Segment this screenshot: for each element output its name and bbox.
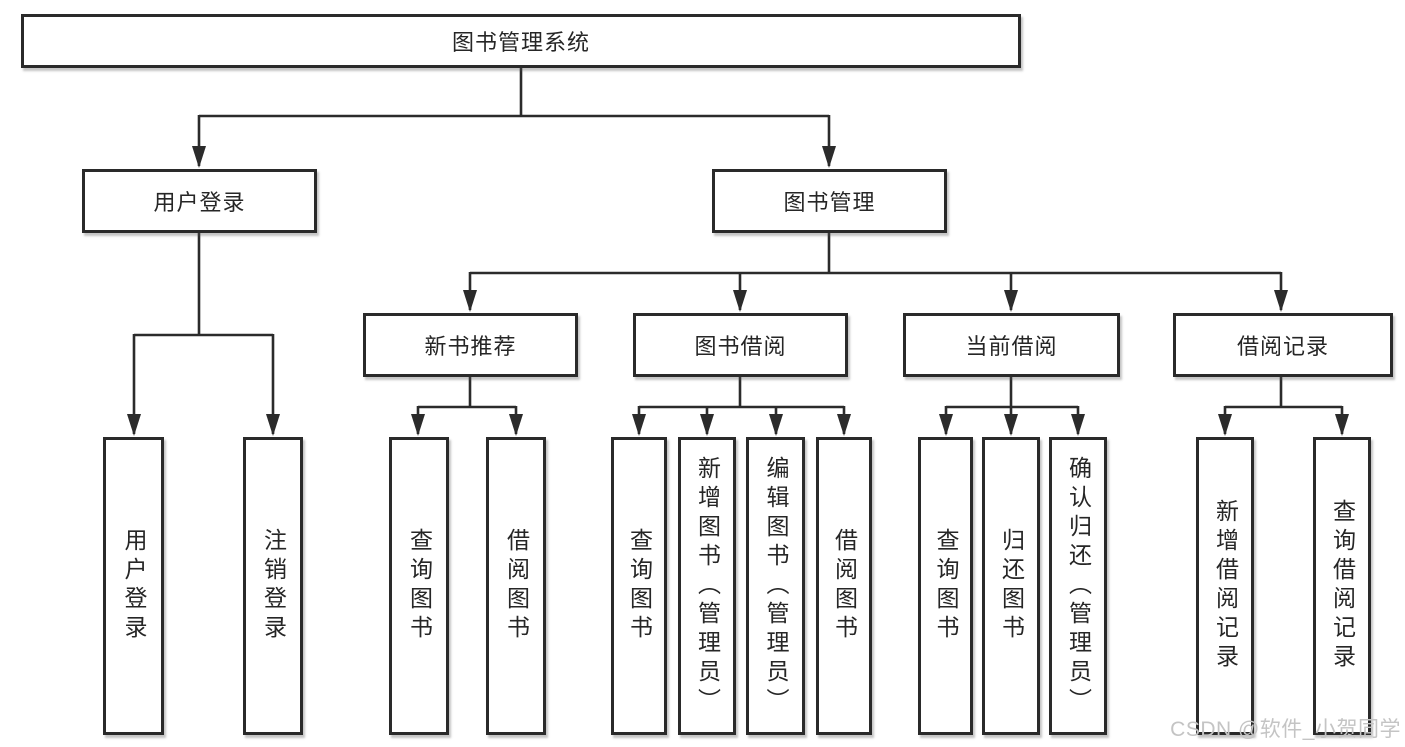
leaf-recommend-query-book: 查询图书 bbox=[389, 437, 449, 735]
leaf-current-confirm-return-admin: 确认归还（管理员） bbox=[1049, 437, 1107, 735]
leaf-borrow-add-book-admin: 新增图书（管理员） bbox=[678, 437, 736, 735]
leaf-borrow-query-book: 查询图书 bbox=[611, 437, 667, 735]
leaf-current-return-book: 归还图书 bbox=[982, 437, 1040, 735]
node-user-login: 用户登录 bbox=[82, 169, 317, 233]
leaf-records-add-record: 新增借阅记录 bbox=[1196, 437, 1254, 735]
leaf-user-login: 用户登录 bbox=[103, 437, 164, 735]
leaf-logout: 注销登录 bbox=[243, 437, 303, 735]
node-root-system: 图书管理系统 bbox=[21, 14, 1021, 68]
node-borrow-records: 借阅记录 bbox=[1173, 313, 1393, 377]
leaf-current-query-book: 查询图书 bbox=[918, 437, 973, 735]
leaf-recommend-borrow-book: 借阅图书 bbox=[486, 437, 546, 735]
node-new-book-recommend: 新书推荐 bbox=[363, 313, 578, 377]
leaf-records-query-record: 查询借阅记录 bbox=[1313, 437, 1371, 735]
node-book-management: 图书管理 bbox=[712, 169, 947, 233]
leaf-borrow-borrow-book: 借阅图书 bbox=[816, 437, 872, 735]
node-book-borrow: 图书借阅 bbox=[633, 313, 848, 377]
node-current-borrow: 当前借阅 bbox=[903, 313, 1120, 377]
leaf-borrow-edit-book-admin: 编辑图书（管理员） bbox=[746, 437, 805, 735]
